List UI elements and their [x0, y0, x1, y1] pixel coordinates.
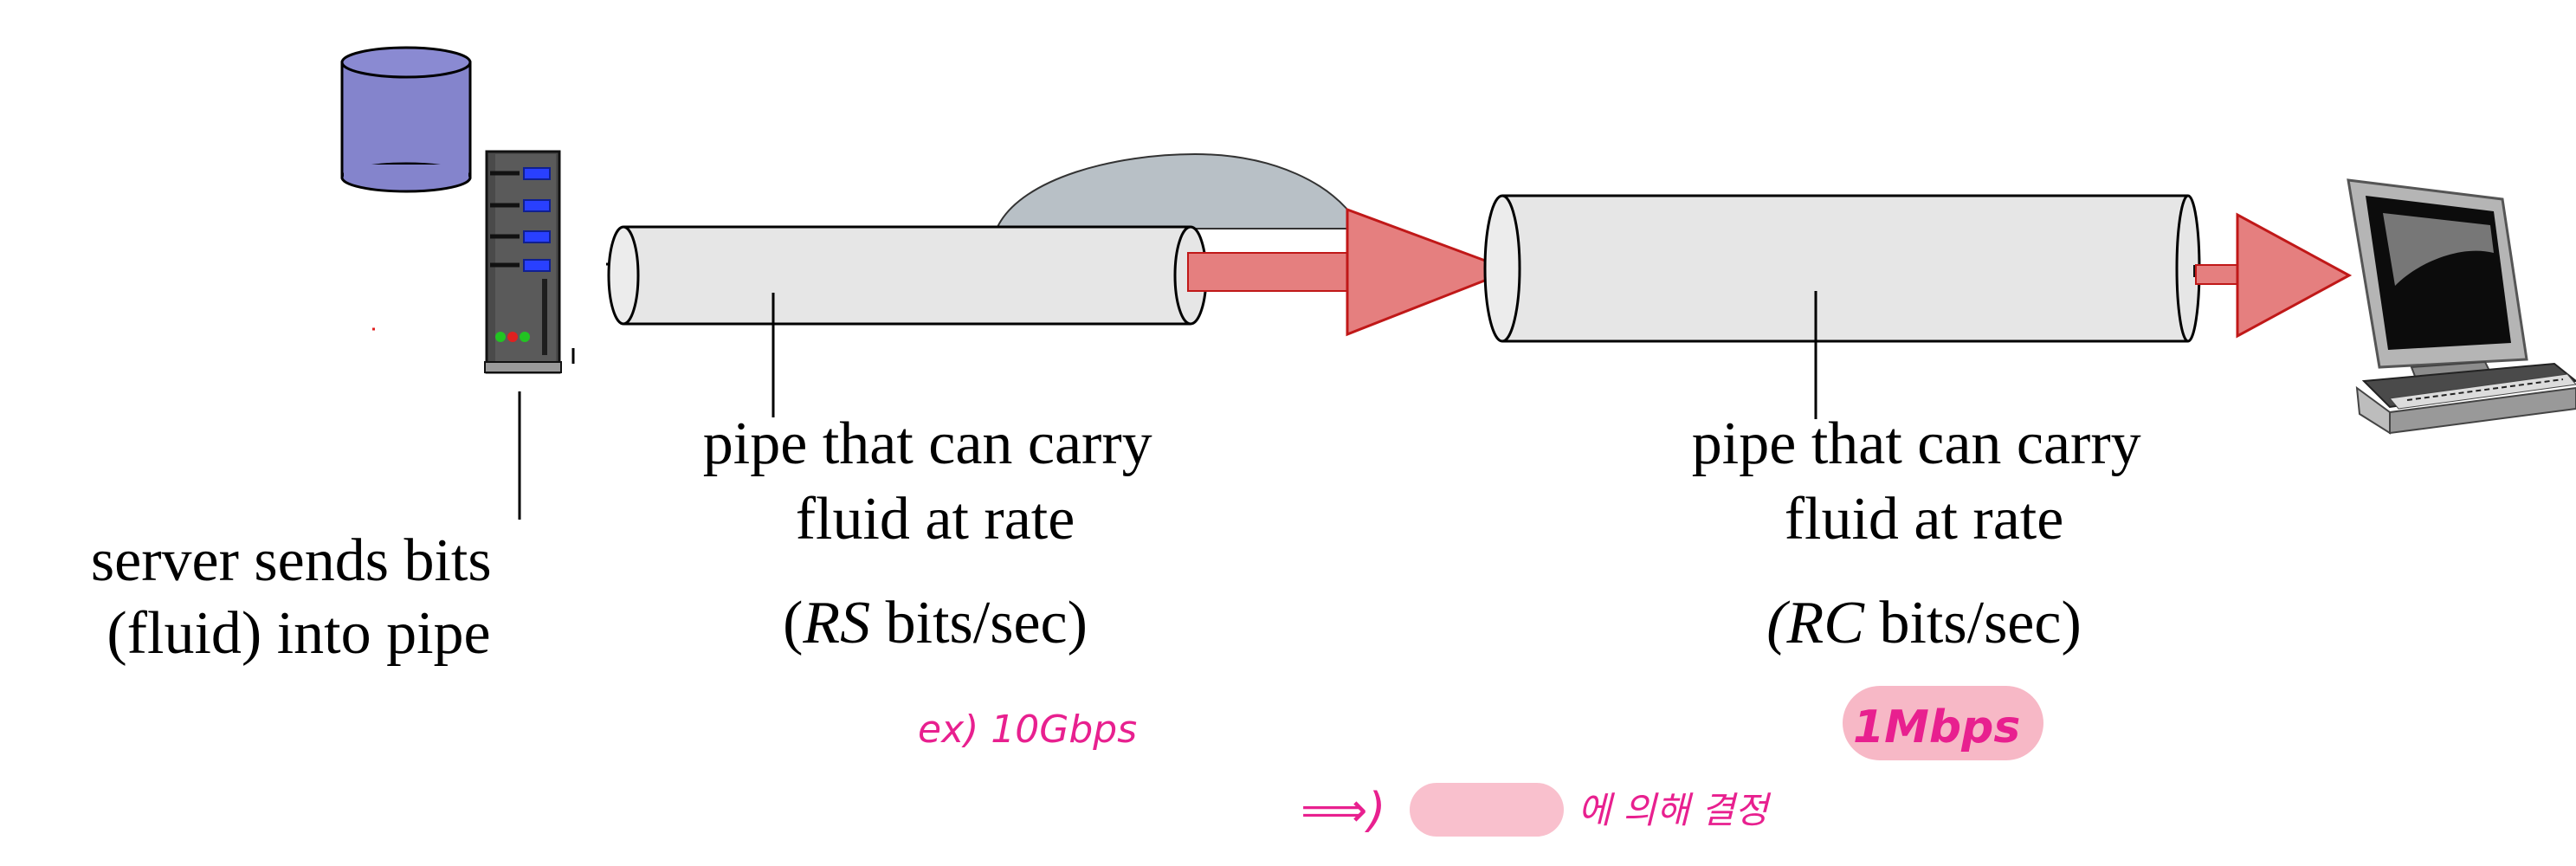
pipe-rs	[606, 225, 1208, 326]
pipe-rc-caption: pipe that can carry fluid at rate	[1692, 410, 2156, 553]
pipe-rc-rate-variable: RC	[1786, 590, 1866, 656]
server-led-green-2	[520, 332, 530, 342]
pipe-rs-rate-variable: RS	[802, 590, 870, 656]
rc-example-highlight	[1843, 686, 2043, 760]
rc-example-annotation: 1Mbps	[1853, 701, 2020, 753]
pipe-rs-rate: (RS bits/sec)	[783, 590, 1088, 656]
conclusion-blank-highlight	[1410, 783, 1564, 837]
server-led-green	[495, 332, 506, 342]
database-icon	[340, 46, 472, 193]
server-caption: server sends bits (fluid) into pipe	[91, 527, 507, 667]
flow-arrow-rc	[2193, 212, 2353, 339]
server-icon	[484, 150, 562, 374]
conclusion-arrow-annotation: ⟹)	[1301, 783, 1385, 837]
flow-arrow-rs	[1187, 207, 1515, 337]
computer-icon	[2347, 178, 2576, 435]
rs-example-annotation: ex) 10Gbps	[918, 708, 1137, 752]
pipe-rc-rate: (RC bits/sec)	[1766, 590, 2082, 656]
conclusion-text-annotation: 에 의해 결정	[1578, 789, 1772, 831]
server-led-red	[507, 332, 518, 342]
pipe-rc	[1483, 194, 2201, 343]
link-bump	[997, 152, 1359, 229]
pipe-rs-caption: pipe that can carry fluid at rate	[703, 410, 1167, 553]
